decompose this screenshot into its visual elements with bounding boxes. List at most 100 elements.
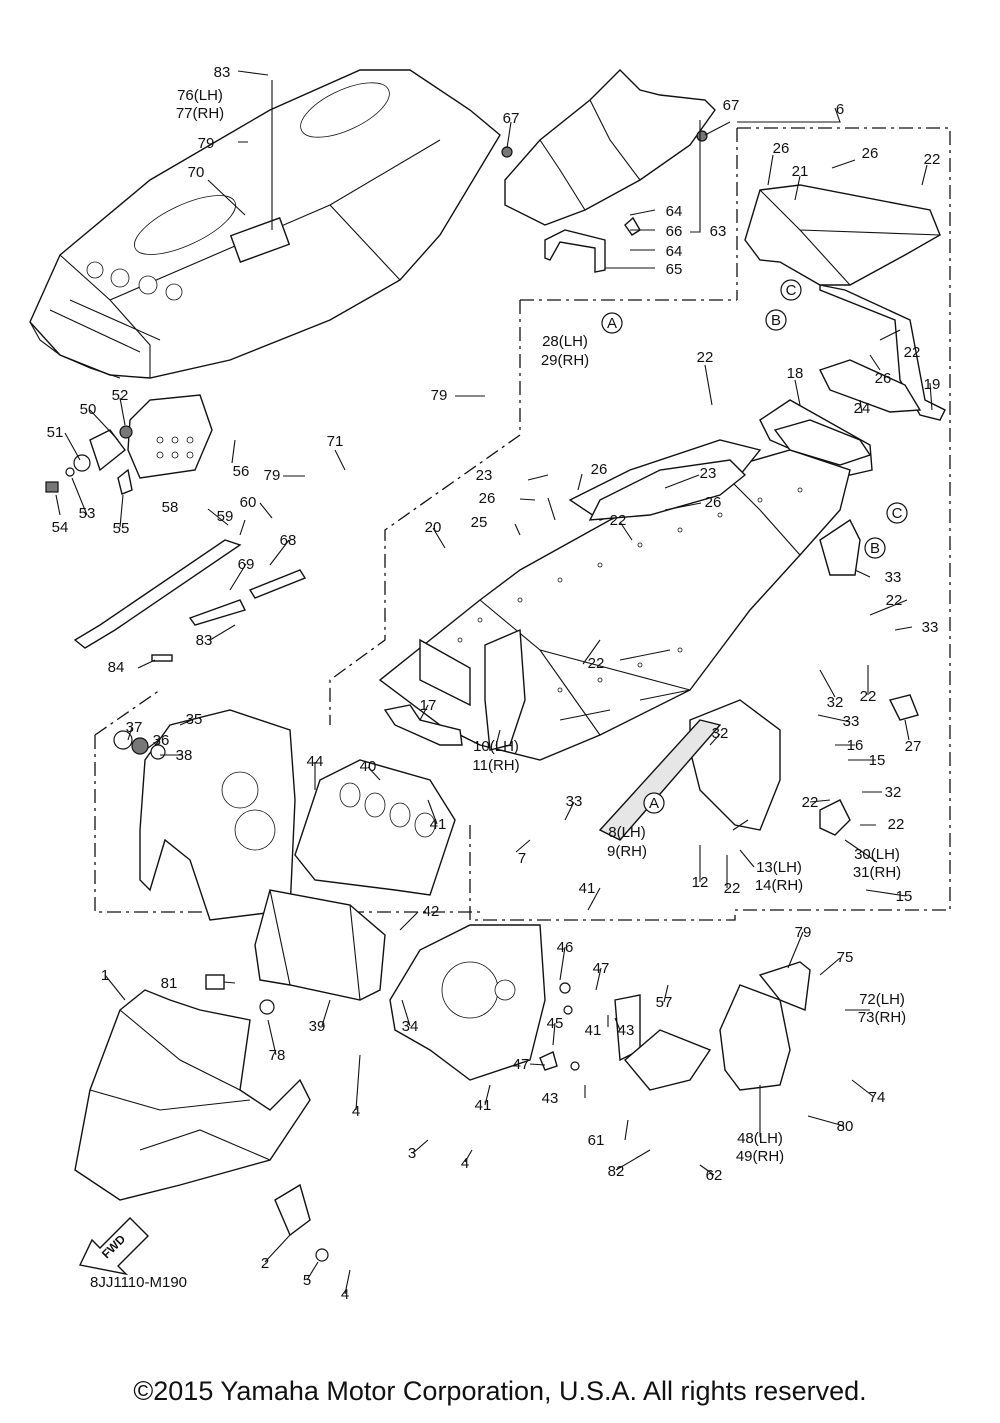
part-label-80: 80 [837,1118,854,1135]
part-label-26: 26 [591,461,608,478]
part-label-14-rh: 14(RH) [755,877,803,894]
part-label-79: 79 [431,387,448,404]
seat-body-drawing [29,69,501,379]
part-label-55: 55 [113,520,130,537]
part-labels: 83 76(LH) 77(RH) 79 70 67 67 6 26 21 26 … [47,64,941,1303]
part-label-26: 26 [862,145,879,162]
part-label-40: 40 [360,758,377,775]
part-label-33: 33 [885,569,902,586]
part-label-31-rh: 31(RH) [853,864,901,881]
svg-text:B: B [771,312,781,329]
part-label-43: 43 [542,1090,559,1107]
part-label-67: 67 [503,110,520,127]
leader-lines [55,70,933,1295]
part-label-37: 37 [126,719,143,736]
part-label-81: 81 [161,975,178,992]
part-label-76-lh: 76(LH) [177,87,223,104]
part-label-8-lh: 8(LH) [608,824,646,841]
part-label-28-lh: 28(LH) [542,333,588,350]
part-label-35: 35 [186,711,203,728]
fwd-arrow: FWD [78,1217,149,1276]
part-label-52: 52 [112,387,129,404]
part-label-38: 38 [176,747,193,764]
part-label-42: 42 [423,903,440,920]
part-label-75: 75 [837,949,854,966]
group-outlines [94,127,951,921]
part-label-74: 74 [869,1089,886,1106]
part-label-45: 45 [547,1015,564,1032]
part-label-32: 32 [712,725,729,742]
svg-text:C: C [786,282,797,299]
part-label-25: 25 [471,514,488,531]
part-label-22: 22 [802,794,819,811]
part-label-32: 32 [827,694,844,711]
part-label-15: 15 [896,888,913,905]
callout-a-top: A [601,312,623,334]
group-frame-outline [520,128,738,301]
part-label-4: 4 [341,1286,349,1303]
part-label-61: 61 [588,1132,605,1149]
part-label-22: 22 [924,151,941,168]
part-label-22: 22 [588,655,605,672]
part-label-73-rh: 73(RH) [858,1009,906,1026]
parts-diagram: A A B B C C FWD 83 [29,64,951,1303]
part-label-51: 51 [47,424,64,441]
part-label-67: 67 [723,97,740,114]
part-label-79: 79 [198,135,215,152]
callout-b-right: B [864,537,886,559]
svg-text:A: A [649,795,659,812]
left-bracket-drawing [45,394,213,495]
part-label-72-lh: 72(LH) [859,991,905,1008]
part-label-29-rh: 29(RH) [541,352,589,369]
part-label-26: 26 [479,490,496,507]
part-label-53: 53 [79,505,96,522]
part-label-22: 22 [886,592,903,609]
copyright-notice: ©2015 Yamaha Motor Corporation, U.S.A. A… [133,1376,867,1406]
part-label-16: 16 [847,737,864,754]
callouts: A A B B C C [601,279,908,814]
part-label-54: 54 [52,519,69,536]
part-label-4: 4 [352,1103,360,1120]
part-label-22: 22 [888,816,905,833]
part-label-22: 22 [610,512,627,529]
part-label-84: 84 [108,659,125,676]
callout-b-top: B [765,309,787,331]
svg-text:C: C [892,505,903,522]
right-items-drawing [614,961,811,1091]
part-label-18: 18 [787,365,804,382]
part-label-47: 47 [593,960,610,977]
part-label-1: 1 [101,967,109,984]
part-label-33: 33 [566,793,583,810]
part-label-23: 23 [700,465,717,482]
part-label-33: 33 [922,619,939,636]
part-label-58: 58 [162,499,179,516]
svg-text:B: B [870,540,880,557]
part-label-3: 3 [408,1145,416,1162]
plate-40-drawing [294,759,456,896]
part-label-47: 47 [513,1056,530,1073]
part-label-41: 41 [579,880,596,897]
svg-text:A: A [607,315,617,332]
part-label-2: 2 [261,1255,269,1272]
part-label-57: 57 [656,994,673,1011]
front-frame-1-drawing [74,989,329,1262]
part-label-15: 15 [869,752,886,769]
diagram-code: 8JJ1110-M190 [90,1274,187,1291]
part-label-83: 83 [214,64,231,81]
part-label-10-lh: 10(LH) [473,738,519,755]
callout-a-bottom: A [643,792,665,814]
part-label-60: 60 [240,494,257,511]
chaincase-drawing [113,709,296,921]
tunnel-holes [457,487,803,693]
part-label-11-rh: 11(RH) [472,757,519,774]
part-label-77-rh: 77(RH) [176,105,224,122]
part-label-22: 22 [904,344,921,361]
part-label-12: 12 [692,874,709,891]
part-label-19: 19 [924,376,941,393]
part-label-9-rh: 9(RH) [607,843,647,860]
part-label-44: 44 [307,753,324,770]
part-label-22: 22 [697,349,714,366]
part-label-4: 4 [461,1155,469,1172]
part-label-22: 22 [724,880,741,897]
part-label-66: 66 [666,223,683,240]
